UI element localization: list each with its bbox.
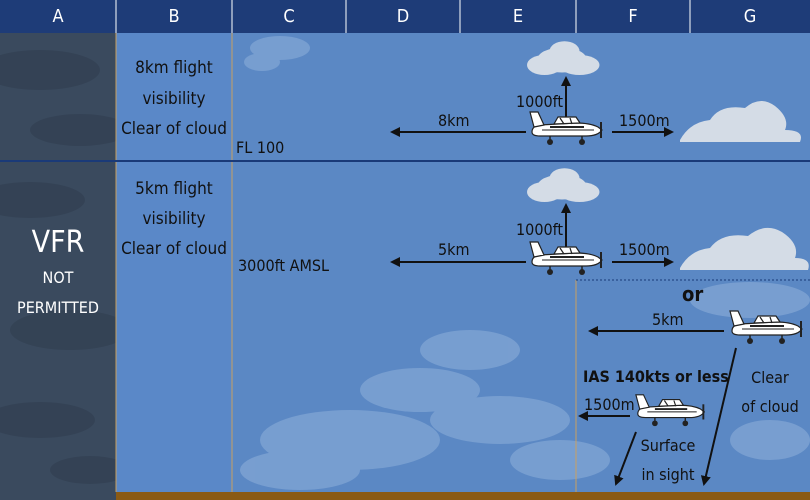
upper-requirement-line3: Clear of cloud [121,119,227,139]
cloud-ahead-upper [680,100,801,142]
ground-strip [116,492,810,500]
vfr-not-label: NOT [42,268,74,287]
upper-visibility-distance: 8km [438,111,470,130]
column-dividers [115,33,577,492]
or-label: or [682,282,704,306]
alt-visibility-distance: 5km [652,310,684,329]
column-a-background [0,33,116,500]
column-header-f: F [628,6,638,27]
lower-cloud-distance: 1500m [619,240,670,259]
column-header-bar [0,0,810,33]
vfr-permitted-label: PERMITTED [17,298,99,317]
upper-vertical-distance: 1000ft [516,92,564,111]
speed-condition-label: IAS 140kts or less [583,367,729,386]
column-header-e: E [512,6,524,27]
background-clouds [240,36,810,490]
lower-requirement-line1: 5km flight [135,179,213,199]
upper-cloud-distance: 1500m [619,111,670,130]
column-header-c: C [283,6,295,27]
amsl-label: 3000ft AMSL [238,256,330,275]
clear-of-cloud-arrow [700,347,737,486]
header-dividers [115,0,691,33]
clear-of-cloud-line1: Clear [751,368,789,387]
column-header-a: A [52,6,64,27]
lower-requirement-line3: Clear of cloud [121,239,227,259]
column-header-b: B [168,6,180,27]
surface-arrow [614,431,637,486]
column-header-d: D [396,6,410,27]
lower-requirement-line2: visibility [142,209,206,229]
cloud-ahead-lower [680,227,809,270]
vfr-title: VFR [31,225,85,260]
lower-visibility-distance: 5km [438,240,470,259]
surface-line2: in sight [641,465,695,484]
surface-line1: Surface [640,436,696,455]
column-header-g: G [743,6,757,27]
lower-vertical-distance: 1000ft [516,220,564,239]
column-a-texture [0,50,130,484]
upper-requirement-line1: 8km flight [135,58,213,78]
fl100-label: FL 100 [236,138,285,157]
clear-of-cloud-line2: of cloud [741,397,799,416]
column-b-background [116,33,232,492]
alt-cloud-distance: 1500m [584,395,635,414]
upper-requirement-line2: visibility [142,89,206,109]
